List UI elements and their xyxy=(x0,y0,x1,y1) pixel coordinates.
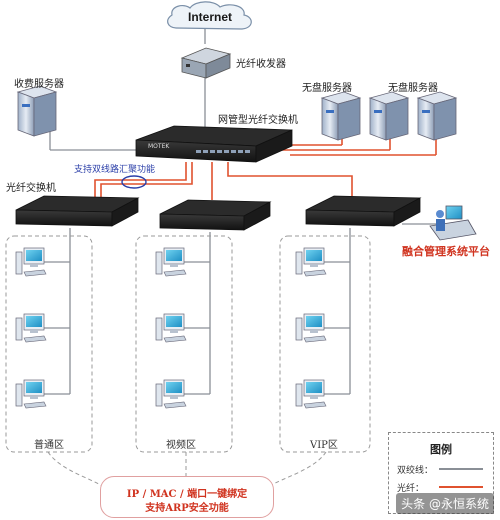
workstation-pc xyxy=(15,313,47,343)
workstation-pc xyxy=(15,247,47,277)
fiber-transceiver-device xyxy=(180,47,232,79)
diskless-server-2a xyxy=(368,91,410,141)
security-note: IP / MAC / 端口一键绑定 支持ARP安全功能 xyxy=(100,476,274,518)
workstation-pc xyxy=(155,313,187,343)
internet-label: Internet xyxy=(188,10,233,24)
workstation-pc xyxy=(155,247,187,277)
legend-title: 图例 xyxy=(430,443,452,456)
managed-fiber-switch-label: 网管型光纤交换机 xyxy=(218,115,298,126)
fiber-cables xyxy=(94,135,437,200)
legend-fiber: 光纤： xyxy=(397,481,424,494)
dual-link-label: 支持双线路汇聚功能 xyxy=(74,165,156,175)
watermark: 头条 @永恒系统 xyxy=(396,493,494,514)
workstation-pc xyxy=(295,247,327,277)
zone-label-vip: VIP区 xyxy=(310,440,338,451)
legend-fiber-label: 光纤： xyxy=(397,484,425,494)
fiber-switch-right xyxy=(305,195,422,227)
diskless-server-2b xyxy=(416,91,458,141)
legend-fiber-swatch xyxy=(439,486,483,488)
dual-link-marker xyxy=(121,175,147,189)
legend-twisted-pair: 双绞线： xyxy=(397,463,433,476)
workstation-pc xyxy=(295,379,327,409)
platform-workstation xyxy=(429,205,477,241)
workstation-pc xyxy=(155,379,187,409)
zone-boxes xyxy=(5,235,371,453)
diskless-server-label-1: 无盘服务器 xyxy=(302,83,352,94)
workstation-pc xyxy=(295,313,327,343)
legend-twisted-pair-swatch xyxy=(439,468,483,470)
note-line-1: IP / MAC / 端口一键绑定 xyxy=(126,489,248,500)
billing-server-label: 收费服务器 xyxy=(14,79,64,90)
platform-label: 融合管理系统平台 xyxy=(402,245,490,258)
zone-connectors xyxy=(47,451,327,487)
diskless-server-label-2: 无盘服务器 xyxy=(388,83,438,94)
billing-server xyxy=(16,85,58,137)
fiber-switch-left xyxy=(15,195,140,227)
managed-fiber-switch xyxy=(135,125,293,163)
switch-brand-label: MOTEK xyxy=(148,143,170,150)
twisted-pair-cables xyxy=(40,29,440,395)
zone-label-video: 视频区 xyxy=(166,440,196,451)
internet-cloud xyxy=(167,1,252,30)
legend-twisted-pair-label: 双绞线： xyxy=(397,466,434,476)
zone-label-normal: 普通区 xyxy=(34,440,64,451)
fiber-switch-middle xyxy=(159,199,272,231)
workstations xyxy=(15,247,327,409)
fiber-transceiver-label: 光纤收发器 xyxy=(236,59,286,70)
diskless-server-1 xyxy=(320,91,362,141)
workstation-pc xyxy=(15,379,47,409)
note-line-2: 支持ARP安全功能 xyxy=(145,503,229,514)
fiber-switch-label: 光纤交换机 xyxy=(6,183,56,194)
